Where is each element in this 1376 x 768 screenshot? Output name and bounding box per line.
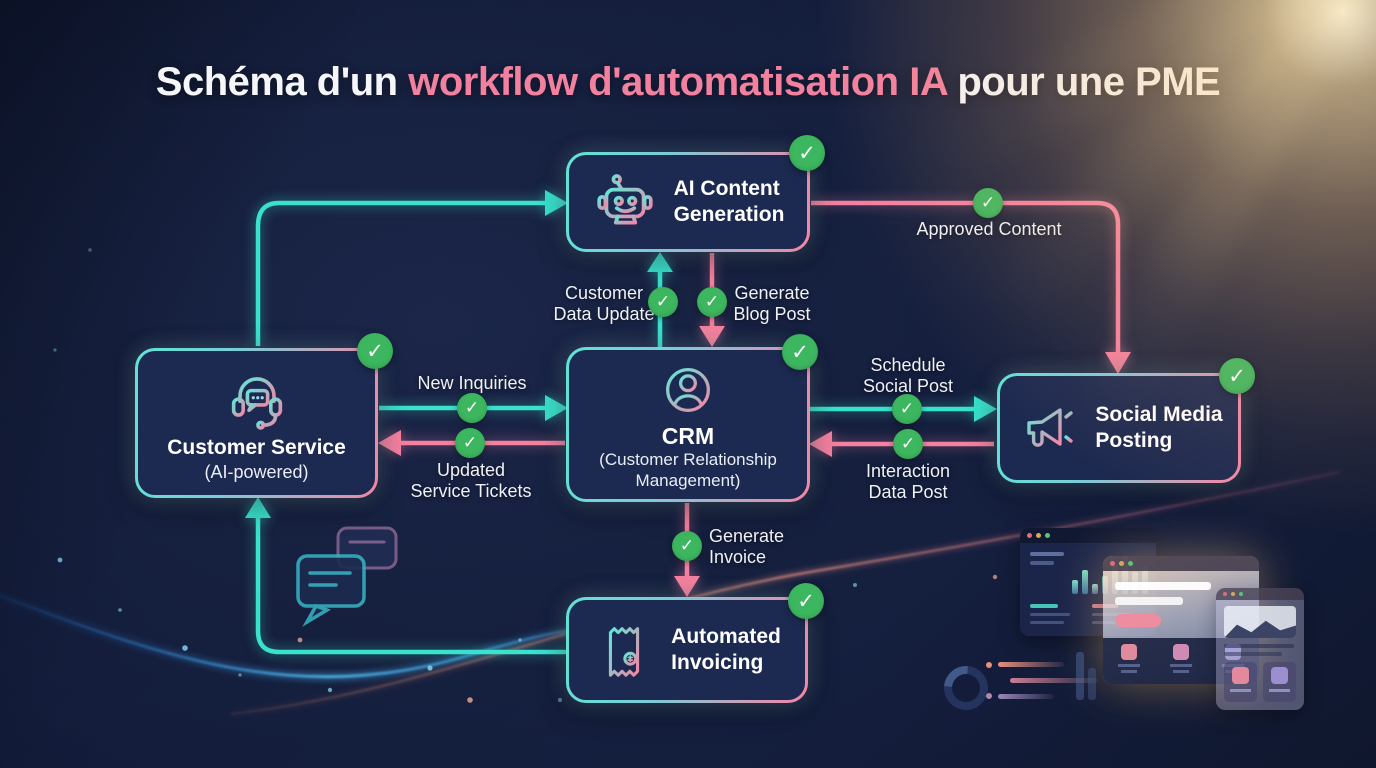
node-label: Posting [1095, 429, 1173, 452]
node-label: Automated [671, 625, 781, 648]
arrowhead-icon [647, 252, 673, 272]
title-highlight: workflow d'automatisation IA [408, 60, 947, 104]
node-label: Customer Service [167, 436, 346, 459]
node-label: Invoicing [671, 651, 764, 674]
check-icon: ✓ [973, 188, 1003, 218]
title-part: pour une PME [946, 60, 1221, 104]
headset-icon [222, 363, 292, 431]
node-sublabel: (AI-powered) [204, 462, 309, 482]
edge-label-schedule-social-post: Schedule Social Post [818, 355, 998, 397]
arrowhead-icon [699, 326, 725, 347]
node-customer-service: Customer Service (AI-powered) [135, 348, 378, 498]
page-title: Schéma d'un workflow d'automatisation IA… [0, 60, 1376, 105]
edge-label-text: Approved Content [916, 219, 1062, 239]
edge-label-text: Data Post [868, 482, 948, 502]
check-icon: ✓ [457, 393, 487, 423]
edge-label-new-inquiries: New Inquiries [382, 373, 562, 394]
arrowhead-icon [1105, 352, 1131, 374]
node-label: CRM [661, 422, 715, 449]
check-icon: ✓ [357, 333, 393, 369]
edge-label-updated-service-tickets: Updated Service Tickets [361, 460, 581, 502]
edge-label-generate-invoice: Generate Invoice [709, 526, 859, 568]
arrowhead-icon [674, 576, 700, 597]
node-sublabel: (Customer Relationship [599, 449, 777, 469]
robot-icon [592, 169, 658, 235]
node-label: Generation [673, 203, 785, 226]
check-icon: ✓ [788, 583, 824, 619]
edge-label-text: Schedule [870, 355, 946, 375]
node-social-media-posting: Social Media Posting [997, 373, 1241, 483]
user-icon [657, 359, 719, 421]
arrowhead-icon [378, 430, 401, 456]
megaphone-icon [1015, 396, 1079, 460]
check-icon: ✓ [892, 394, 922, 424]
arrowhead-icon [545, 190, 568, 216]
check-icon: ✓ [893, 429, 923, 459]
check-icon: ✓ [1219, 358, 1255, 394]
edge-label-approved-content: Approved Content [869, 219, 1109, 240]
edge-label-text: Generate [709, 526, 785, 546]
arrowhead-icon [974, 396, 997, 422]
arrowhead-icon [245, 497, 271, 518]
check-icon: ✓ [648, 287, 678, 317]
check-icon: ✓ [782, 334, 818, 370]
edge-label-interaction-data-post: Interaction Data Post [818, 461, 998, 503]
arrowhead-icon [809, 431, 832, 457]
node-label: Social Media [1095, 403, 1223, 426]
edge-label-text: Interaction [865, 461, 951, 481]
edge-invoicing-to-customer-service [255, 517, 566, 655]
edge-customer-service-to-ai-content [255, 200, 547, 346]
check-icon: ✓ [697, 287, 727, 317]
check-icon: ✓ [789, 135, 825, 171]
edge-label-text: Service Tickets [410, 481, 532, 501]
node-automated-invoicing: Automated Invoicing [566, 597, 808, 703]
node-ai-content-generation: AI Content Generation [566, 152, 810, 252]
title-part: Schéma d'un [155, 60, 409, 104]
receipt-icon [593, 619, 655, 681]
edge-label-text: New Inquiries [417, 373, 527, 393]
node-label: AI Content [673, 177, 780, 200]
node-sublabel: Management) [635, 470, 741, 490]
node-crm: CRM (Customer Relationship Management) [566, 347, 810, 502]
arrowhead-icon [545, 395, 568, 421]
edge-label-text: Invoice [709, 547, 767, 567]
edge-label-text: Updated [436, 460, 506, 480]
check-icon: ✓ [672, 531, 702, 561]
check-icon: ✓ [455, 428, 485, 458]
